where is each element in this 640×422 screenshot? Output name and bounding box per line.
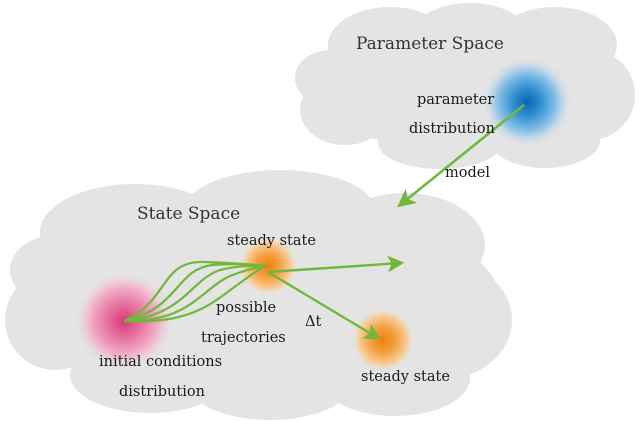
parameter-space-cloud xyxy=(295,3,635,169)
trajectories-label-line2: trajectories xyxy=(201,330,286,346)
delta-t-arrow xyxy=(267,270,381,340)
parameter-label-line2: distribution xyxy=(409,121,495,137)
model-arrow xyxy=(397,103,525,208)
steady-state-bottom-label: steady state xyxy=(361,369,450,385)
model-label: model xyxy=(445,165,490,181)
parameter-space-title: Parameter Space xyxy=(356,34,504,54)
steady-state-bottom-blob xyxy=(351,308,415,372)
initial-label-line2: distribution xyxy=(119,384,205,400)
steady-state-top-label: steady state xyxy=(227,233,316,249)
initial-label-line1: initial conditions xyxy=(99,354,222,370)
parameter-label-line1: parameter xyxy=(417,92,494,108)
continuation-arrow xyxy=(267,255,405,274)
trajectories-label-line1: possible xyxy=(216,300,276,316)
delta-t-label: Δt xyxy=(305,314,321,330)
state-space-title: State Space xyxy=(137,204,240,224)
parameter-distribution-blob xyxy=(481,56,573,148)
trajectory-curves xyxy=(123,260,267,323)
